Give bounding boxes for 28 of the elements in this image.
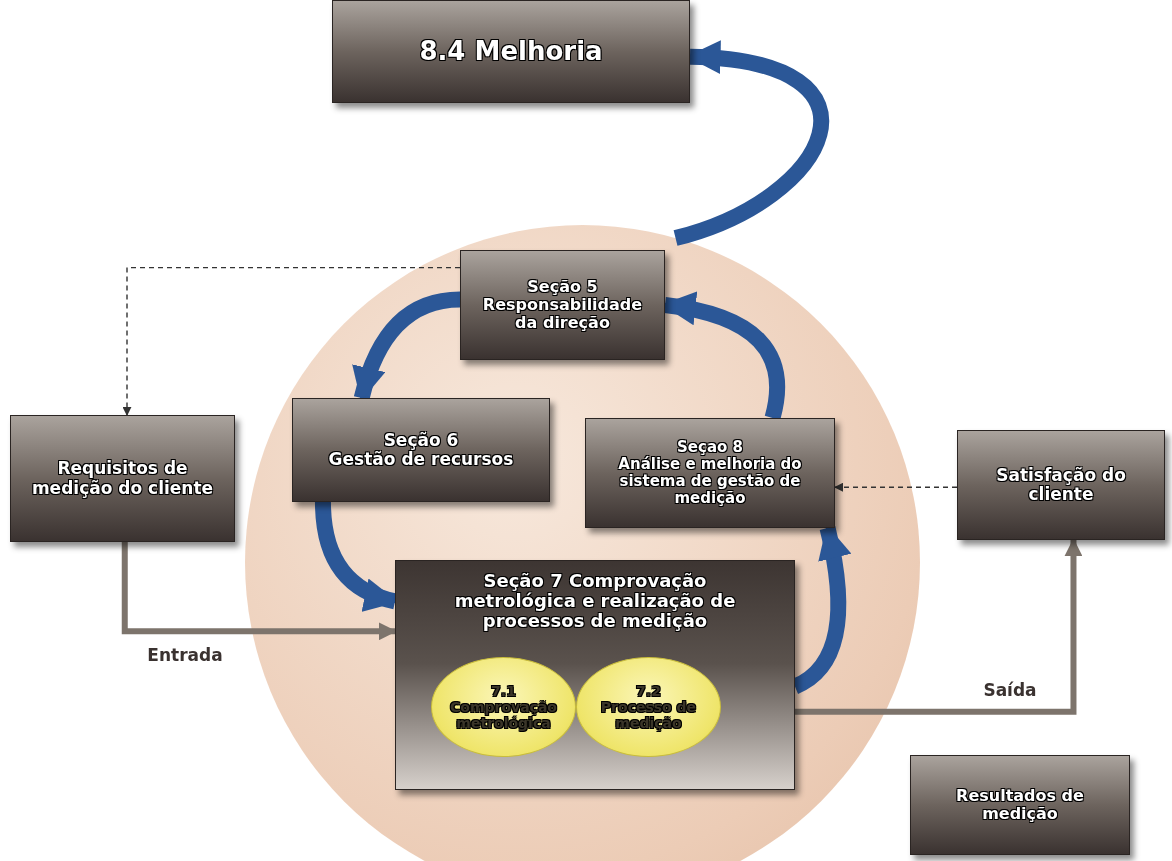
box-heading: Seção 6 xyxy=(383,430,459,450)
box-text: Comprovação metrológica xyxy=(449,698,558,732)
dashed-arrow xyxy=(122,266,461,416)
flow-arrow xyxy=(121,542,397,641)
box-text: Requisitos de medição do cliente xyxy=(30,459,215,498)
box-heading: Seção 5 xyxy=(527,278,598,297)
box-heading: 7.1 xyxy=(491,682,516,699)
curved-arrow xyxy=(673,42,829,246)
dashed-arrow xyxy=(834,482,958,492)
box-text: 8.4 Melhoria xyxy=(419,36,603,67)
section-box xyxy=(460,250,665,360)
box-text: Resultados de medição xyxy=(955,787,1085,823)
box-text: Satisfação do cliente xyxy=(995,465,1127,505)
box-text: Responsabilidade da direção xyxy=(481,296,644,332)
section-box xyxy=(957,430,1165,540)
box-text: Gestão de recursos xyxy=(328,450,514,470)
box-heading: Seçao 8 xyxy=(677,439,743,457)
box-heading: 7.2 xyxy=(636,682,661,699)
box-text: Processo de medição xyxy=(599,698,698,732)
section-box xyxy=(395,560,795,790)
section-box xyxy=(10,415,235,542)
section-box xyxy=(332,0,690,103)
section-box xyxy=(292,398,550,502)
box-text: Análise e melhoria do sistema de gestão de medição xyxy=(617,456,803,507)
section-box xyxy=(910,755,1130,855)
flow-arrow xyxy=(795,538,1083,715)
section-box xyxy=(585,418,835,528)
box-text: Seção 7 Comprovação metrológica e realização de processos de medição xyxy=(453,571,737,632)
